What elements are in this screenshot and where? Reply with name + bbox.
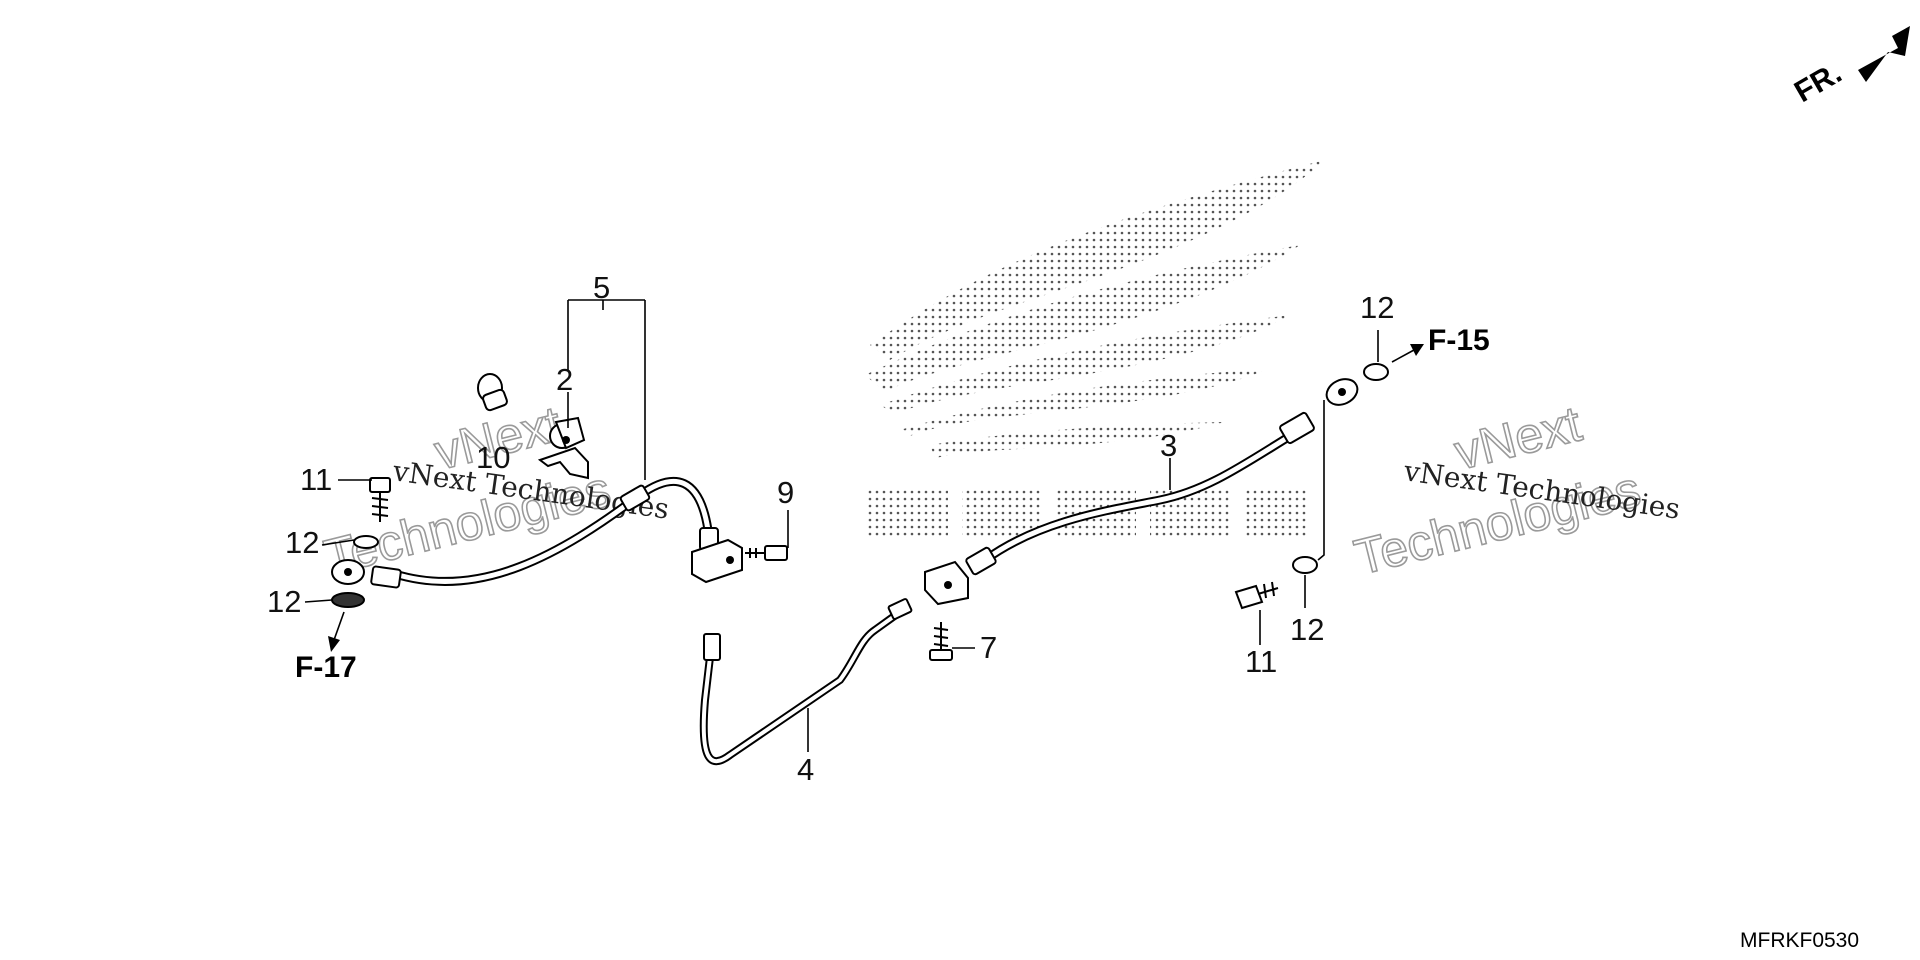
callout-4: 4 bbox=[797, 752, 814, 787]
reference-f-17: F-17 bbox=[295, 651, 357, 684]
wing-logo-watermark bbox=[865, 160, 1325, 538]
reference-f-15: F-15 bbox=[1428, 324, 1490, 357]
clamp-part-2 bbox=[537, 416, 589, 480]
callout-12-right-top: 12 bbox=[1360, 290, 1394, 325]
callout-5: 5 bbox=[593, 270, 610, 305]
bracket-part-9 bbox=[691, 538, 788, 584]
callout-12-right-bottom: 12 bbox=[1290, 612, 1324, 647]
joint-bolt-part-7 bbox=[924, 560, 969, 661]
callout-11-left: 11 bbox=[300, 462, 332, 497]
brake-pipe-part-4 bbox=[699, 598, 913, 766]
leader-lines bbox=[304, 299, 1424, 752]
callout-12-left-a: 12 bbox=[285, 525, 319, 560]
callout-7: 7 bbox=[980, 630, 997, 665]
callout-2: 2 bbox=[556, 362, 573, 397]
callout-10: 10 bbox=[476, 440, 510, 475]
brake-hose-part-3 bbox=[965, 363, 1389, 610]
callout-9: 9 bbox=[777, 475, 794, 510]
grommet-part-10 bbox=[477, 373, 508, 412]
front-direction-label: FR. bbox=[1789, 56, 1847, 109]
callout-12-left-b: 12 bbox=[267, 584, 301, 619]
callout-11-right: 11 bbox=[1245, 644, 1277, 679]
drawing-code: MFRKF0530 bbox=[1740, 929, 1859, 952]
watermark-right: vNext Technologies vNext Technologies bbox=[1348, 395, 1682, 587]
callout-labels: 5 2 10 11 12 12 F-17 9 4 7 3 12 F-15 12 … bbox=[267, 270, 1490, 787]
front-direction-arrow: FR. bbox=[1789, 26, 1910, 109]
callout-3: 3 bbox=[1160, 428, 1177, 463]
